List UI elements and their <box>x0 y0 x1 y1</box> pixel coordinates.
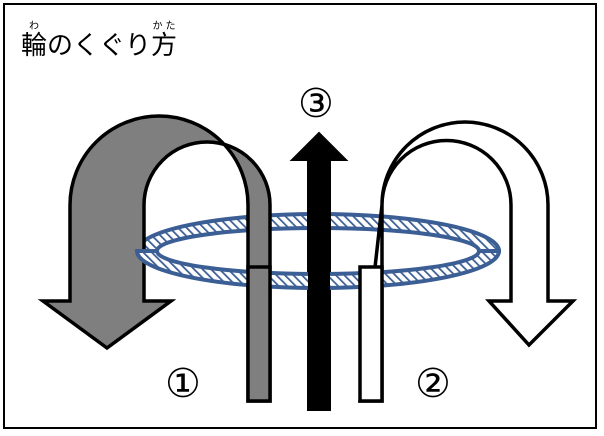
label-first: ① <box>165 361 201 407</box>
center-arrow-front-segment <box>308 255 330 410</box>
ring-front-half <box>134 249 502 290</box>
left-arrow-front-segment <box>246 265 272 403</box>
label-third: ③ <box>298 81 334 127</box>
label-second: ② <box>415 361 451 407</box>
diagram-frame: 輪わのくぐり方かた ① ② ③ <box>3 3 597 429</box>
title-middle: のくぐり <box>47 31 152 61</box>
title-kanji-ring: 輪わ <box>21 21 48 61</box>
left-loop-arrow <box>37 114 272 403</box>
right-loop-arrow <box>358 120 578 403</box>
page-title: 輪わのくぐり方かた <box>21 21 177 59</box>
right-arrow-front-segment <box>358 265 384 403</box>
ring-passing-diagram: ① ② ③ <box>37 81 578 411</box>
title-kanji-way: 方かた <box>151 21 178 61</box>
